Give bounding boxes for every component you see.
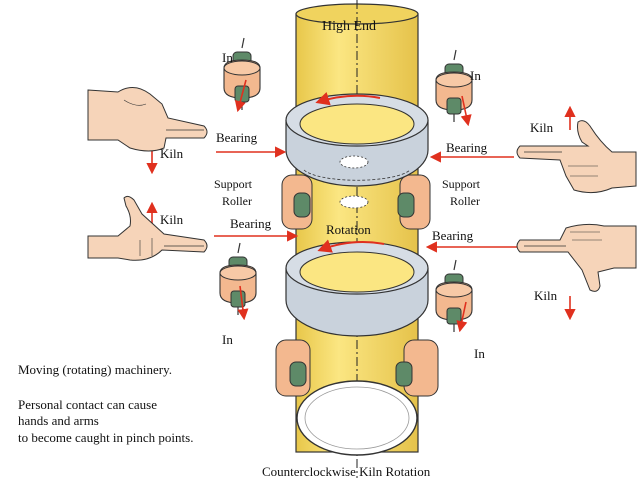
- in-label: In: [222, 50, 233, 65]
- upper-tire: [285, 91, 429, 209]
- support-roller-label: Support: [442, 177, 481, 191]
- bearing-top-right: [435, 49, 473, 123]
- in-label: In: [222, 332, 233, 347]
- support-roller-label: Roller: [450, 194, 480, 208]
- bearing-top-left: [223, 37, 261, 111]
- warning-line-1: Moving (rotating) machinery.: [18, 362, 172, 377]
- bearing-bottom-left: [219, 242, 257, 316]
- in-arrow: [456, 301, 468, 333]
- lower-right-support-roller: [395, 339, 439, 397]
- in-arrow: [460, 95, 472, 127]
- lower-left-support-roller: [275, 339, 311, 397]
- warning-line-4: to become caught in pinch points.: [18, 430, 193, 445]
- kiln-label: Kiln: [160, 146, 184, 161]
- kiln-label: Kiln: [530, 120, 554, 135]
- bearing-label: Bearing: [432, 228, 474, 243]
- support-roller-label: Roller: [222, 194, 252, 208]
- caption: Counterclockwise Kiln Rotation: [262, 464, 431, 479]
- bearing-label: Bearing: [446, 140, 488, 155]
- lower-tire: [285, 239, 429, 337]
- support-roller-label: Support: [214, 177, 253, 191]
- warning-line-3: hands and arms: [18, 413, 99, 428]
- left-upper-hand: [87, 87, 208, 152]
- in-label: In: [470, 68, 481, 83]
- kiln-label: Kiln: [160, 212, 184, 227]
- kiln-bottom-opening: [296, 380, 418, 456]
- right-lower-hand: [516, 223, 637, 292]
- bearing-label: Bearing: [230, 216, 272, 231]
- kiln-cylinder: [295, 0, 419, 478]
- rotation-label: Rotation: [326, 222, 371, 237]
- in-arrow: [234, 79, 247, 113]
- bearing-bottom-right: [435, 259, 473, 333]
- warning-line-2: Personal contact can cause: [18, 397, 157, 412]
- upper-left-support-roller: [281, 174, 313, 230]
- kiln-label: Kiln: [534, 288, 558, 303]
- left-lower-hand: [87, 195, 208, 261]
- upper-right-support-roller: [397, 174, 431, 230]
- bearing-label: Bearing: [216, 130, 258, 145]
- high-end-label: High End: [322, 19, 376, 34]
- right-upper-hand: [516, 120, 637, 194]
- in-arrow: [237, 285, 249, 321]
- in-label: In: [474, 346, 485, 361]
